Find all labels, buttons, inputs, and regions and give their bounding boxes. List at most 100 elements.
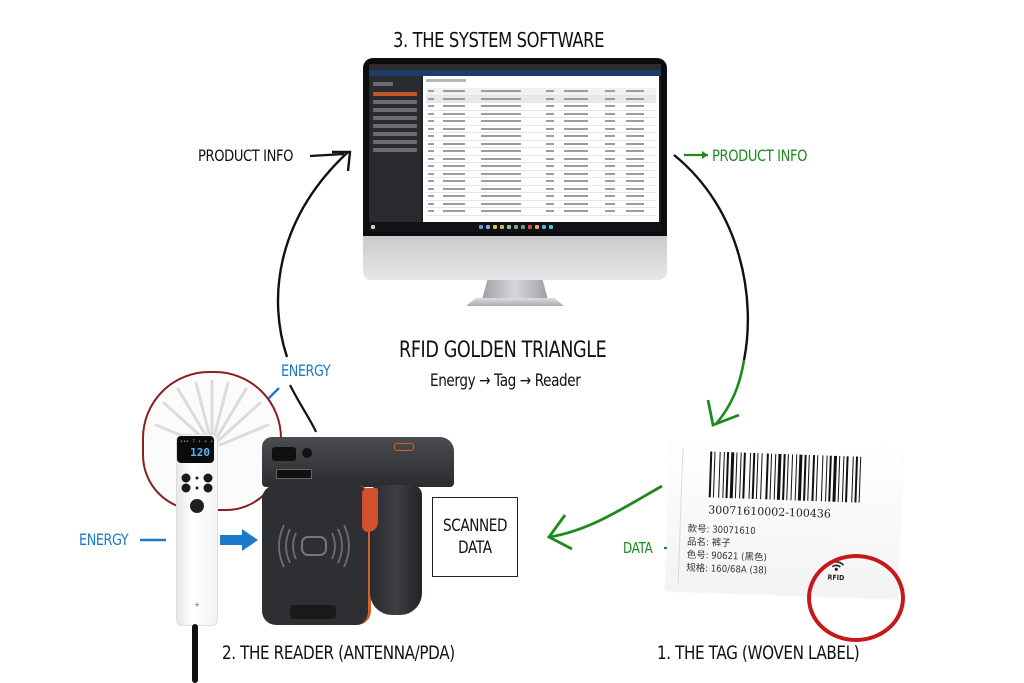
barcode-bar [739,452,742,499]
screen-table-row [426,155,656,163]
svg-text:+: + [194,601,199,609]
barcode-icon [708,451,862,503]
energy-top-label: ENERGY [281,361,331,380]
antenna-cable-line [289,384,318,433]
tag-node-label: 1. THE TAG (WOVEN LABEL) [657,642,860,664]
antenna-fins-icon [154,379,270,447]
screen-table-row [426,102,656,111]
pda-body [262,437,454,487]
screen-tabbar [369,70,661,76]
barcode-bar [832,455,838,502]
barcode-bar [718,451,721,498]
barcode-bar [734,452,738,499]
pda-rfid-pad [262,485,371,625]
screen-table-row [426,125,656,133]
screen-table-row [426,95,656,103]
reader-node-label: 2. THE READER (ANTENNA/PDA) [222,642,455,664]
energy-arrow-lower [220,529,258,551]
arrowhead-software-icon [332,150,352,172]
barcode-bar [803,454,807,501]
barcode-bar [776,453,782,500]
barcode-bar [837,455,841,502]
barcode-bar [755,453,759,500]
arrow-software-to-tag [673,154,750,361]
arrow-reader-to-software [276,151,349,358]
screen-table-row [426,132,656,141]
rfid-highlight-circle [807,554,905,642]
screen-table-area [423,76,659,222]
barcode-bar [712,451,716,498]
arrowhead-tag-icon [706,399,740,427]
software-node-label: 3. THE SYSTEM SOFTWARE [393,28,605,52]
screen-table-row [426,88,656,96]
woven-label-tag: 30071610002-100436 款号: 30071610 品名: 裤子 色… [665,439,903,599]
screen-table-row [426,117,656,126]
screen-titlebar [369,64,661,70]
barcode-bar [786,454,789,501]
diagram-title: RFID GOLDEN TRIANGLE [399,338,607,363]
pda-pistol-grip [370,485,422,615]
barcode-bar [811,454,816,502]
barcode-bar [797,454,803,501]
barcode-bar [765,453,769,500]
screen-table-row [426,207,656,216]
barcode-number: 30071610002-100436 [708,503,832,521]
barcode-bar [794,454,798,501]
barcode-bar [708,451,713,498]
screen-taskbar [369,222,661,232]
barcode-bar [769,453,773,500]
barcode-bar [807,454,810,501]
antenna-display-status: ••• ? • • • [180,439,214,445]
screen-sidebar [369,76,421,222]
product-info-left-label: PRODUCT INFO [198,146,294,165]
barcode-bar [729,452,735,499]
screen-table-row [426,147,656,156]
product-info-right-label: PRODUCT INFO [712,146,808,165]
scanned-data-line1: SCANNED [442,516,508,536]
screen-table-row [426,177,656,186]
barcode-bar [858,456,862,503]
barcode-bar [782,453,786,500]
barcode-bar [760,453,763,500]
barcode-bar [751,452,756,499]
barcode-bar [748,452,752,499]
diagram-subtitle: Energy → Tag → Reader [430,371,581,391]
barcode-bar [722,451,725,498]
scanned-data-line2: DATA [458,538,492,558]
barcode-bar [828,455,832,502]
barcode-bar [845,456,849,503]
pda-trigger [362,488,378,532]
energy-left-label: ENERGY [79,530,129,549]
screen-table-row [426,192,656,201]
screen-table-row [426,110,656,118]
rfid-waves-icon [278,524,350,619]
screen-table-row [426,185,656,193]
screen-table [426,88,656,216]
barcode-bar [773,453,777,500]
antenna-display-value: 120 [190,446,210,459]
monitor-screen [369,64,661,232]
screen-table-row [426,140,656,148]
barcode-bar [854,456,859,503]
screen-table-row [426,200,656,208]
arrow-tag-to-scanned-data [549,484,663,539]
antenna-handle: + [176,434,218,626]
monitor-chin [363,236,667,280]
barcode-bar [815,455,819,502]
antenna-cable [192,624,198,683]
barcode-bar [820,455,824,502]
screen-table-row [426,162,656,171]
barcode-bar [825,455,828,502]
barcode-bar [851,456,854,503]
tag-details: 款号: 30071610 品名: 裤子 色号: 90621 (黑色) 规格: 1… [686,523,769,578]
barcode-bar [841,456,845,503]
barcode-bar [790,454,794,501]
monitor-stand [482,280,548,300]
screen-table-row [426,170,656,178]
scanned-data-box: SCANNED DATA [432,497,518,577]
data-label: DATA [623,539,653,557]
antenna-display: ••• ? • • • 120 [177,436,214,463]
barcode-bar [725,451,730,499]
monitor-base [466,298,564,306]
product-info-left-line [309,152,345,158]
